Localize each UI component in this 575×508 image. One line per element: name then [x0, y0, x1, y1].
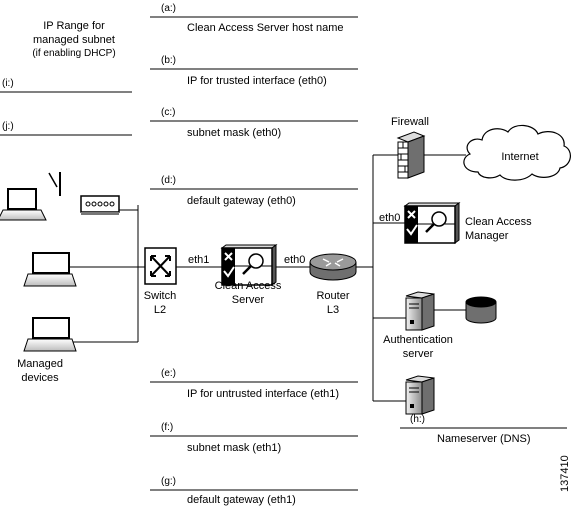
svg-text:(e:): (e:): [161, 368, 176, 379]
laptop-icon: [23, 317, 77, 352]
clean-access-server-icon: [220, 244, 278, 286]
svg-text:Clean Access: Clean Access: [465, 216, 532, 228]
field-b: (b:) IP for trusted interface (eth0): [150, 55, 358, 87]
internet-cloud-icon: [463, 124, 571, 181]
svg-text:default gateway (eth0): default gateway (eth0): [187, 195, 296, 207]
server-icon: [405, 291, 435, 331]
svg-text:Managed: Managed: [17, 358, 63, 370]
svg-text:Authentication: Authentication: [383, 334, 453, 346]
router-label: Router L3: [316, 290, 349, 316]
laptop-icon: [0, 172, 61, 221]
clean-access-manager-label: Clean Access Manager: [465, 216, 532, 242]
managed-devices-label: Managed devices: [17, 358, 63, 384]
svg-text:(g:): (g:): [161, 476, 176, 487]
nameserver-icon: [405, 375, 435, 415]
svg-text:(f:): (f:): [161, 422, 173, 433]
svg-text:IP Range for: IP Range for: [43, 20, 105, 32]
svg-text:Nameserver (DNS): Nameserver (DNS): [437, 433, 531, 445]
svg-text:(c:): (c:): [161, 107, 175, 118]
eth1-label: eth1: [188, 254, 209, 266]
switch-label: Switch L2: [144, 290, 176, 316]
firewall-label: Firewall: [391, 116, 429, 128]
svg-text:Server: Server: [232, 294, 265, 306]
eth0-manager-label: eth0: [379, 212, 400, 224]
switch-icon: [144, 247, 177, 285]
svg-text:managed subnet: managed subnet: [33, 34, 115, 46]
clean-access-manager-icon: [403, 202, 461, 244]
modem-icon: [80, 195, 120, 215]
svg-text:(if enabling DHCP): (if enabling DHCP): [32, 48, 115, 59]
svg-text:(d:): (d:): [161, 175, 176, 186]
svg-text:server: server: [403, 348, 434, 360]
svg-text:Router: Router: [316, 290, 349, 302]
field-h: (h:) Nameserver (DNS): [400, 414, 567, 445]
svg-text:(j:): (j:): [2, 121, 14, 132]
field-d: (d:) default gateway (eth0): [150, 175, 358, 207]
svg-text:Clean Access: Clean Access: [215, 280, 282, 292]
svg-text:Switch: Switch: [144, 290, 176, 302]
svg-text:(i:): (i:): [2, 78, 14, 89]
svg-text:(a:): (a:): [161, 3, 176, 14]
svg-text:IP for untrusted interface (et: IP for untrusted interface (eth1): [187, 388, 339, 400]
svg-text:Manager: Manager: [465, 230, 509, 242]
field-j: (j:): [0, 121, 132, 136]
clean-access-server-label: Clean Access Server: [215, 280, 282, 306]
svg-text:default gateway (eth1): default gateway (eth1): [187, 494, 296, 506]
figure-id: 137410: [559, 455, 571, 492]
svg-text:(b:): (b:): [161, 55, 176, 66]
internet-label: Internet: [501, 151, 538, 163]
authentication-server-label: Authentication server: [383, 334, 453, 360]
router-icon: [309, 253, 357, 281]
field-a: (a:) Clean Access Server host name: [150, 3, 358, 34]
svg-text:devices: devices: [21, 372, 59, 384]
svg-text:Clean Access Server host name: Clean Access Server host name: [187, 22, 344, 34]
svg-text:subnet mask (eth1): subnet mask (eth1): [187, 442, 281, 454]
ip-range-label: IP Range for managed subnet (if enabling…: [32, 20, 115, 59]
field-f: (f:) subnet mask (eth1): [150, 422, 358, 454]
field-i: (i:): [0, 78, 132, 93]
firewall-icon: [396, 131, 426, 179]
eth0-router-label: eth0: [284, 254, 305, 266]
field-c: (c:) subnet mask (eth0): [150, 107, 358, 139]
svg-text:IP for trusted interface (eth0: IP for trusted interface (eth0): [187, 75, 327, 87]
svg-text:L2: L2: [154, 304, 166, 316]
svg-text:(h:): (h:): [410, 414, 425, 425]
svg-text:L3: L3: [327, 304, 339, 316]
laptop-icon: [23, 252, 77, 287]
database-icon: [465, 296, 497, 324]
svg-text:subnet mask (eth0): subnet mask (eth0): [187, 127, 281, 139]
field-e: (e:) IP for untrusted interface (eth1): [150, 368, 358, 400]
field-g: (g:) default gateway (eth1): [150, 476, 358, 506]
